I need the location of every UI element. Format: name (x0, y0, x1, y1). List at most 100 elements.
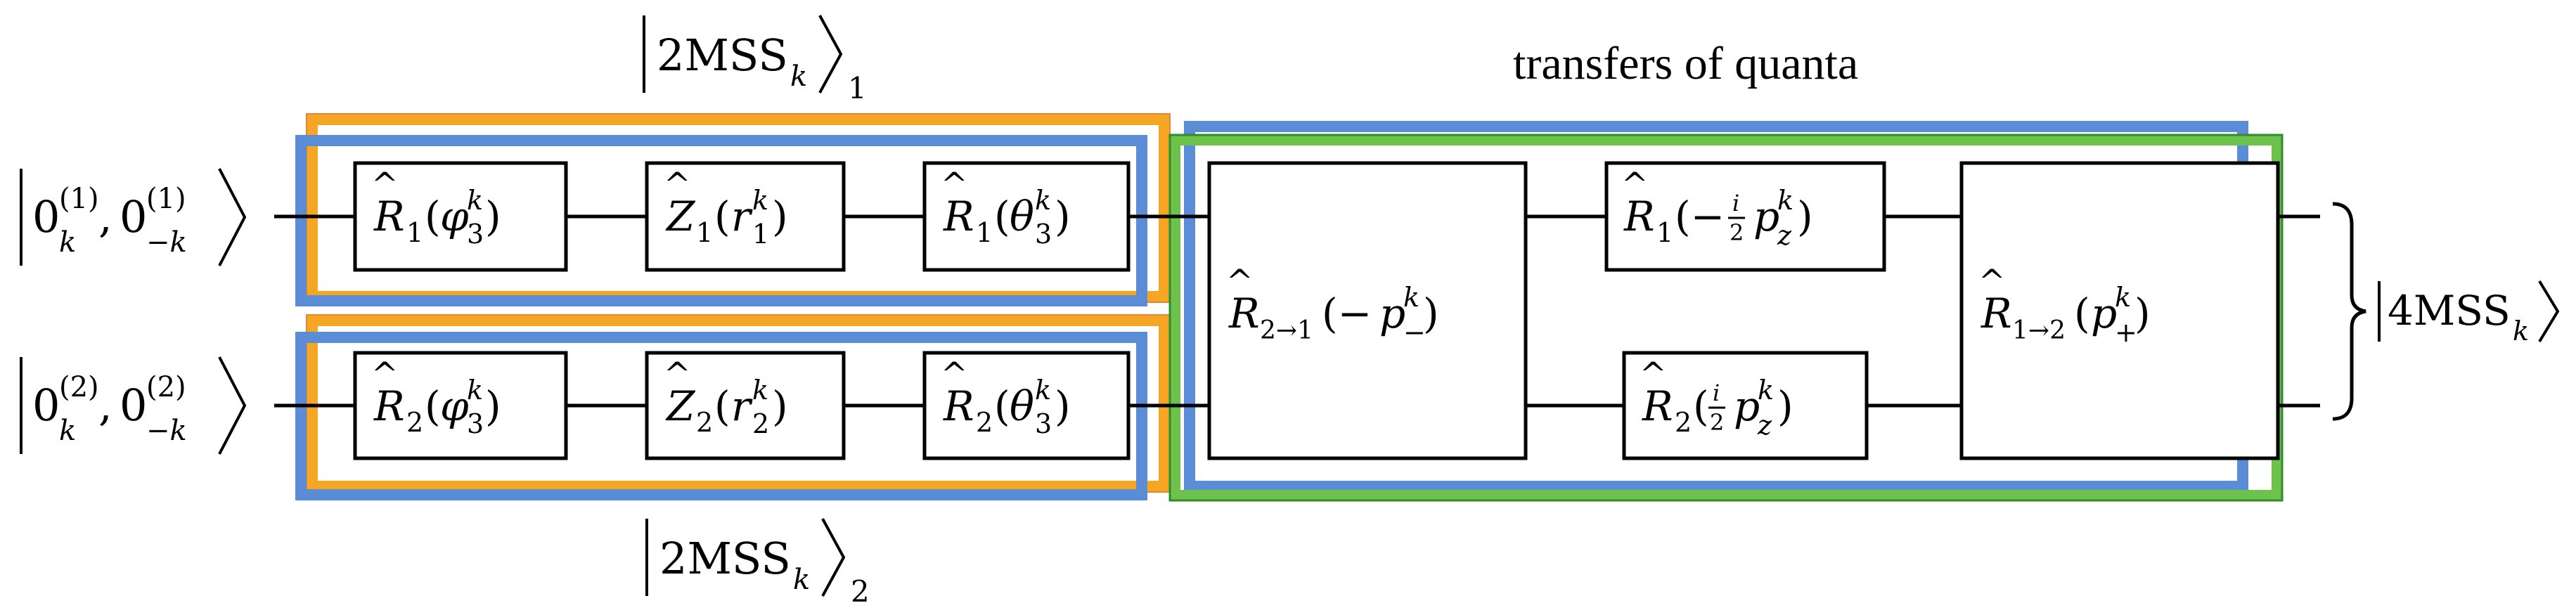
svg-text:p: p (1753, 193, 1779, 240)
svg-text:k: k (752, 185, 768, 216)
gate-label-r1-theta: R ^ 1 ( θ k 3 ) (941, 165, 1071, 250)
svg-text:): ) (485, 193, 501, 240)
svg-text:(2): (2) (59, 371, 99, 403)
svg-text:R: R (1642, 382, 1673, 430)
svg-text:k: k (2513, 316, 2529, 347)
svg-text:): ) (772, 193, 788, 240)
svg-text:): ) (1055, 382, 1071, 430)
gate-r21 (1207, 161, 1528, 460)
svg-text:(: ( (425, 193, 441, 240)
output-ket: 4MSS k (2378, 280, 2560, 347)
gate-boxes (353, 161, 2280, 460)
svg-text:): ) (1423, 290, 1439, 337)
svg-text:k: k (2115, 282, 2131, 313)
svg-text:−k: −k (146, 415, 187, 447)
svg-text:i: i (1713, 380, 1720, 406)
svg-text:1→2: 1→2 (2012, 316, 2066, 345)
svg-text:2MSS: 2MSS (659, 533, 791, 584)
svg-text:0: 0 (32, 191, 60, 242)
svg-text:2: 2 (1730, 219, 1744, 246)
svg-text:R: R (1981, 290, 2012, 337)
gate-r12 (1959, 161, 2280, 460)
svg-text:1: 1 (696, 217, 713, 248)
svg-text:^: ^ (664, 165, 691, 203)
svg-text:Z: Z (665, 193, 696, 240)
svg-text:(: ( (425, 382, 441, 430)
svg-text:2: 2 (851, 574, 870, 609)
svg-text:k: k (467, 185, 483, 216)
gate-label-z1: Z ^ 1 ( r k 1 ) (664, 165, 788, 250)
svg-text:): ) (485, 382, 501, 430)
frame-2mss-2-orange (307, 315, 1170, 492)
input-ket-2: 0 (2) k , 0 (2) −k (20, 356, 247, 455)
gate-label-r1-pz: R ^ 1 (− i 2 p k z ) (1621, 165, 1813, 251)
svg-text:p: p (2091, 290, 2117, 337)
svg-text:φ: φ (440, 193, 469, 240)
svg-text:(: ( (994, 382, 1010, 430)
svg-text:k: k (1035, 375, 1051, 406)
svg-text:k: k (59, 415, 76, 447)
svg-text:k: k (793, 564, 810, 596)
svg-text:3: 3 (467, 408, 484, 439)
gate-z1 (645, 161, 846, 272)
svg-text:R: R (943, 382, 974, 430)
svg-text:3: 3 (1035, 408, 1052, 439)
svg-text:^: ^ (371, 355, 399, 393)
gate-r1-theta (922, 161, 1131, 272)
svg-text:θ: θ (1010, 193, 1034, 240)
heading-transfers: transfers of quanta (1513, 38, 1858, 89)
svg-text:r: r (731, 382, 753, 430)
svg-text:z: z (1777, 220, 1792, 251)
svg-text:(: ( (714, 382, 730, 430)
frame-bottom-blue (295, 332, 1147, 500)
svg-text:(: ( (2074, 290, 2090, 337)
svg-text:0: 0 (120, 191, 147, 242)
svg-text:k: k (59, 226, 76, 259)
svg-text:2: 2 (1710, 409, 1724, 436)
svg-text:2: 2 (1675, 407, 1692, 438)
svg-text:(1): (1) (146, 183, 186, 215)
svg-text:1: 1 (752, 219, 769, 250)
svg-text:^: ^ (371, 165, 399, 203)
svg-text:R: R (373, 193, 405, 240)
gate-label-r12: R ^ 1→2 ( p k + ) (1978, 262, 2151, 348)
svg-text:φ: φ (440, 382, 469, 430)
gate-r2-phi (353, 351, 568, 460)
svg-text:2: 2 (752, 408, 769, 439)
svg-text:R: R (1623, 193, 1655, 240)
gate-r2-pz (1622, 351, 1869, 460)
svg-text:0: 0 (120, 380, 147, 431)
gate-label-r21: R ^ 2→1 (− p k − ) (1226, 262, 1439, 348)
svg-text:): ) (1777, 382, 1793, 430)
frame-top-blue (295, 135, 1147, 306)
svg-text:k: k (1777, 185, 1793, 216)
svg-text:−k: −k (146, 226, 187, 259)
svg-text:): ) (1055, 193, 1071, 240)
svg-text:): ) (2134, 290, 2151, 337)
svg-text:R: R (1228, 290, 1260, 337)
svg-text:2→1: 2→1 (1260, 316, 1313, 345)
svg-text:(−: (− (1675, 193, 1725, 240)
gate-r1-phi (353, 161, 568, 272)
svg-text:k: k (1403, 282, 1419, 313)
svg-text:(1): (1) (59, 183, 99, 215)
wires (274, 214, 2320, 408)
svg-text:^: ^ (1621, 165, 1649, 203)
svg-text:r: r (731, 193, 753, 240)
gate-label-z2: Z ^ 2 ( r k 2 ) (664, 355, 788, 439)
svg-text:^: ^ (664, 355, 691, 393)
svg-text:k: k (467, 375, 483, 406)
svg-text:k: k (1035, 185, 1051, 216)
heading-2mss-2: 2MSS k 2 (645, 518, 870, 609)
svg-text:): ) (1797, 193, 1813, 240)
svg-text:,: , (98, 380, 112, 431)
svg-text:4MSS: 4MSS (2388, 287, 2511, 335)
svg-text:(: ( (1693, 382, 1709, 430)
svg-text:2: 2 (696, 407, 713, 438)
svg-text:3: 3 (1035, 219, 1052, 250)
svg-text:3: 3 (467, 219, 484, 250)
svg-text:,: , (98, 191, 112, 242)
svg-text:p: p (1734, 382, 1760, 430)
svg-text:k: k (790, 60, 807, 93)
